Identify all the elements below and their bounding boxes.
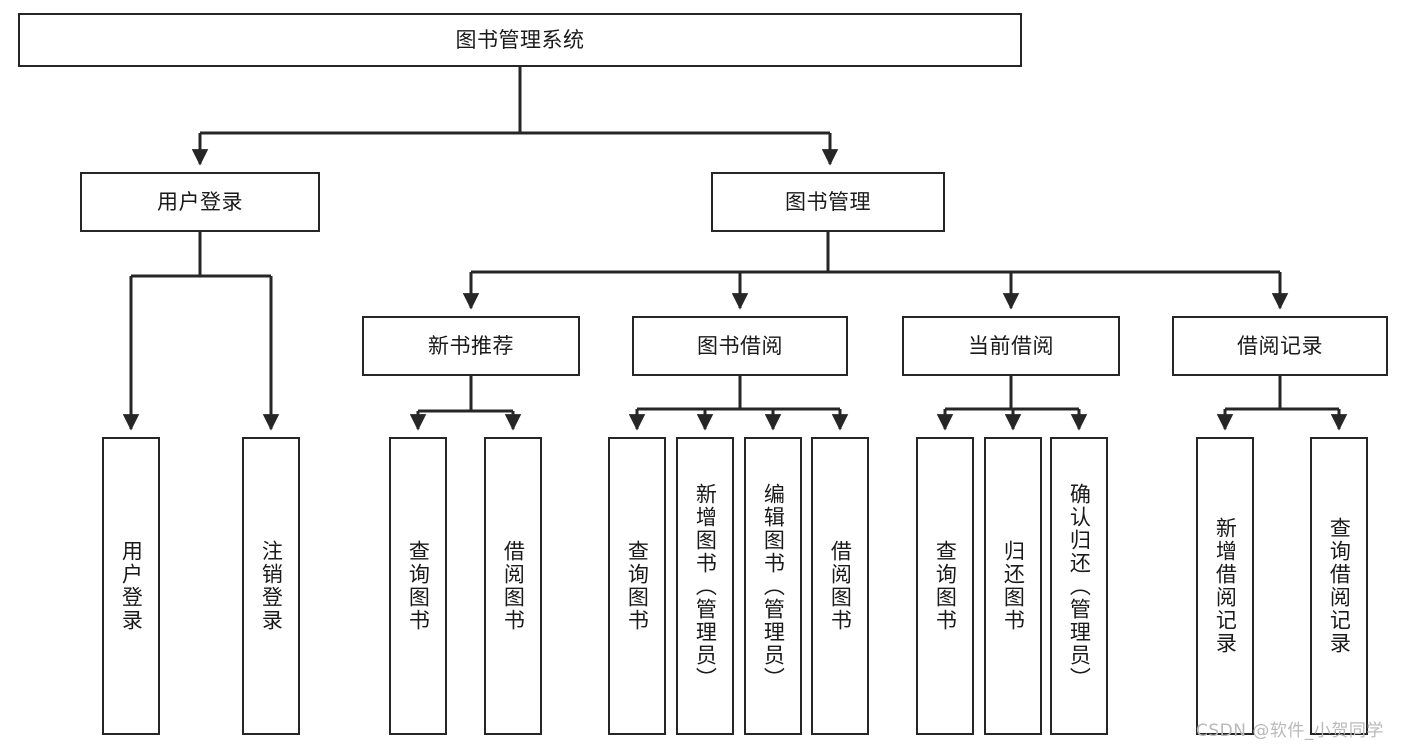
leaf-query-book-current[interactable]: 查询图书	[916, 437, 974, 735]
leaf-confirm-return-label: 确认归还（管理员）	[1067, 482, 1092, 690]
csdn-watermark: CSDN @软件_小贺同学	[1196, 721, 1384, 741]
leaf-add-book-label: 新增图书（管理员）	[693, 482, 718, 690]
leaf-edit-book-label: 编辑图书（管理员）	[761, 482, 786, 690]
leaf-query-borrow-record-label: 查询借阅记录	[1327, 517, 1352, 655]
leaf-logout-label: 注销登录	[259, 540, 284, 632]
leaf-borrow-book[interactable]: 借阅图书	[811, 437, 869, 735]
leaf-edit-book[interactable]: 编辑图书（管理员）	[744, 437, 802, 735]
node-book-borrow[interactable]: 图书借阅	[632, 316, 848, 376]
leaf-add-borrow-record[interactable]: 新增借阅记录	[1196, 437, 1254, 735]
leaf-query-book-recommend[interactable]: 查询图书	[389, 437, 447, 735]
node-new-book-recommend-label: 新书推荐	[428, 333, 514, 358]
node-book-borrow-label: 图书借阅	[697, 333, 783, 358]
leaf-borrow-book-recommend-label: 借阅图书	[501, 540, 526, 632]
node-borrow-record[interactable]: 借阅记录	[1172, 316, 1388, 376]
leaf-query-book-recommend-label: 查询图书	[406, 540, 431, 632]
leaf-return-book[interactable]: 归还图书	[984, 437, 1042, 735]
leaf-confirm-return[interactable]: 确认归还（管理员）	[1050, 437, 1108, 735]
node-root-label: 图书管理系统	[455, 27, 585, 52]
node-borrow-record-label: 借阅记录	[1237, 333, 1323, 358]
leaf-query-borrow-record[interactable]: 查询借阅记录	[1310, 437, 1368, 735]
leaf-query-book-borrow[interactable]: 查询图书	[608, 437, 666, 735]
node-new-book-recommend[interactable]: 新书推荐	[362, 316, 580, 376]
leaf-query-book-current-label: 查询图书	[933, 540, 958, 632]
node-book-management[interactable]: 图书管理	[711, 172, 945, 232]
leaf-borrow-book-label: 借阅图书	[828, 540, 853, 632]
leaf-borrow-book-recommend[interactable]: 借阅图书	[484, 437, 542, 735]
leaf-user-login[interactable]: 用户登录	[102, 437, 160, 735]
leaf-query-book-borrow-label: 查询图书	[625, 540, 650, 632]
node-current-borrow-label: 当前借阅	[968, 333, 1054, 358]
node-user-login[interactable]: 用户登录	[80, 172, 320, 232]
leaf-return-book-label: 归还图书	[1001, 540, 1026, 632]
leaf-logout[interactable]: 注销登录	[242, 437, 300, 735]
node-user-login-label: 用户登录	[157, 189, 243, 214]
node-root[interactable]: 图书管理系统	[18, 13, 1022, 67]
leaf-add-book[interactable]: 新增图书（管理员）	[676, 437, 734, 735]
node-current-borrow[interactable]: 当前借阅	[902, 316, 1120, 376]
node-book-management-label: 图书管理	[785, 189, 871, 214]
leaf-user-login-label: 用户登录	[119, 540, 144, 632]
leaf-add-borrow-record-label: 新增借阅记录	[1213, 517, 1238, 655]
